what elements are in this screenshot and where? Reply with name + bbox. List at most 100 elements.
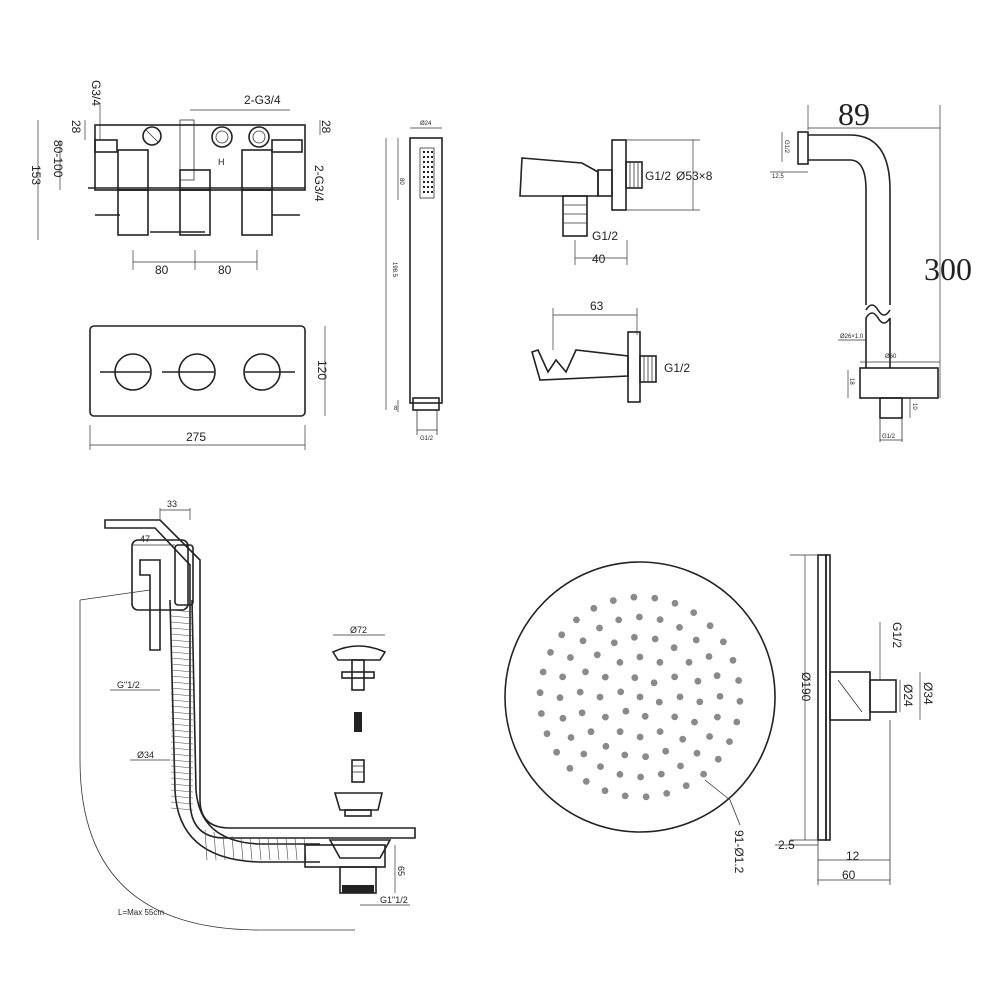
- spray-hole: [558, 631, 566, 639]
- spray-hole: [696, 698, 704, 706]
- hose-rib: [267, 837, 271, 861]
- plate-width-label: 275: [186, 430, 206, 444]
- head-dim-2-5: 2.5: [778, 838, 795, 852]
- spray-hole: [539, 668, 547, 676]
- arm-dim-18: 18: [848, 378, 854, 385]
- nozzle-dot: [427, 191, 429, 193]
- nozzle-dot: [423, 181, 425, 183]
- valve-g34-label: G3/4: [89, 80, 103, 106]
- arm-thread-top: G1/2: [783, 140, 789, 154]
- nozzle-dot: [423, 151, 425, 153]
- waste-g1-12-label: G1"1/2: [380, 895, 408, 905]
- spray-hole: [582, 778, 590, 785]
- handle-left: [100, 353, 152, 391]
- hose-rib: [276, 837, 280, 861]
- wall-outlet-bracket-drawing: G1/2 Ø53×8 G1/2 40: [519, 139, 713, 266]
- spray-hole: [706, 733, 713, 740]
- hose-rib: [213, 831, 217, 861]
- spray-hole: [602, 742, 610, 750]
- spray-hole: [641, 712, 649, 720]
- arm-tube-label: Ø26×1.0: [840, 334, 864, 340]
- spray-hole: [736, 697, 744, 705]
- valve-2g34-right-label: 2-G3/4: [312, 165, 326, 202]
- spray-hole: [682, 782, 690, 790]
- hose-rib: [170, 801, 194, 805]
- arm-thread-bottom: G1/2: [882, 434, 896, 440]
- hose-rib: [170, 729, 194, 733]
- spray-hole: [631, 633, 638, 641]
- valve-spacing-1: 80: [155, 263, 169, 277]
- spray-hole: [636, 733, 644, 741]
- spray-hole: [705, 653, 713, 660]
- nozzle-dot: [431, 156, 433, 158]
- hand-shower-dia: Ø24: [420, 121, 432, 127]
- spray-hole: [713, 672, 721, 680]
- nozzle-dot: [431, 151, 433, 153]
- hose-rib: [170, 777, 194, 781]
- hand-shower-base-length: 8: [394, 406, 398, 412]
- nozzle-dot: [431, 161, 433, 163]
- spray-hole: [617, 688, 625, 696]
- waste-dim-65: 65: [396, 866, 406, 876]
- waste-dim-33: 33: [167, 499, 177, 509]
- hand-shower-total-length: 198.5: [391, 262, 397, 278]
- waste-dim-47: 47: [140, 534, 150, 544]
- nozzle-dot: [423, 156, 425, 158]
- hose-rib: [222, 833, 226, 861]
- hose-rib: [170, 699, 194, 703]
- nozzle-dot: [431, 171, 433, 173]
- spray-hole: [576, 688, 584, 696]
- shower-head-holes: [536, 593, 744, 801]
- spray-hole: [690, 609, 698, 616]
- bath-waste-drawing: 33 47 G"1/2 Ø34 L=Max 55cm Ø72 65 G1"1/2: [79, 499, 416, 931]
- hose-rib: [170, 795, 194, 799]
- hose-rib: [170, 735, 194, 739]
- nozzle-dot: [427, 176, 429, 178]
- arm-dim-10: 10: [911, 403, 917, 410]
- spray-hole: [692, 636, 700, 644]
- spray-hole: [729, 656, 737, 664]
- spray-hole: [559, 714, 567, 722]
- shower-head-side-view: [775, 554, 921, 885]
- hose-rib: [258, 837, 262, 861]
- hose-rib: [170, 789, 194, 793]
- valve-cartridge-left: [117, 126, 162, 236]
- spray-hole: [642, 793, 650, 801]
- nozzle-dot: [423, 191, 425, 193]
- spray-hole: [622, 707, 630, 715]
- nozzle-dot: [431, 176, 433, 178]
- spray-hole: [630, 593, 638, 601]
- spray-hole: [597, 763, 604, 770]
- nozzle-dot: [427, 166, 429, 168]
- plate-height-label: 120: [315, 360, 329, 380]
- spray-hole: [567, 734, 575, 741]
- hose-rib: [170, 621, 194, 625]
- hose-rib: [170, 693, 194, 697]
- hose-rib: [170, 747, 194, 751]
- hose-rib: [170, 669, 194, 673]
- head-holes-label: 91-Ø1.2: [732, 830, 746, 874]
- spray-hole: [676, 624, 683, 631]
- spray-hole: [714, 755, 722, 763]
- hose-rib: [249, 837, 253, 861]
- spray-hole: [637, 773, 644, 781]
- nozzle-dot: [423, 161, 425, 163]
- outlet-thread-label: G1/2: [645, 169, 671, 183]
- spray-hole: [596, 624, 603, 632]
- spray-hole: [596, 693, 604, 701]
- hose-rib: [170, 711, 194, 715]
- spray-hole: [671, 599, 679, 607]
- hose-rib: [170, 615, 194, 619]
- hose-rib: [170, 717, 194, 721]
- spray-hole: [700, 770, 707, 778]
- hose-rib: [170, 687, 194, 691]
- spray-hole: [621, 751, 629, 759]
- spray-hole: [590, 604, 598, 612]
- spray-hole: [651, 635, 659, 643]
- nozzle-dot: [427, 156, 429, 158]
- spray-hole: [566, 764, 574, 772]
- nozzle-dot: [427, 161, 429, 163]
- spray-hole: [694, 677, 702, 685]
- handshower-holder-drawing: 63 G1/2: [531, 299, 690, 403]
